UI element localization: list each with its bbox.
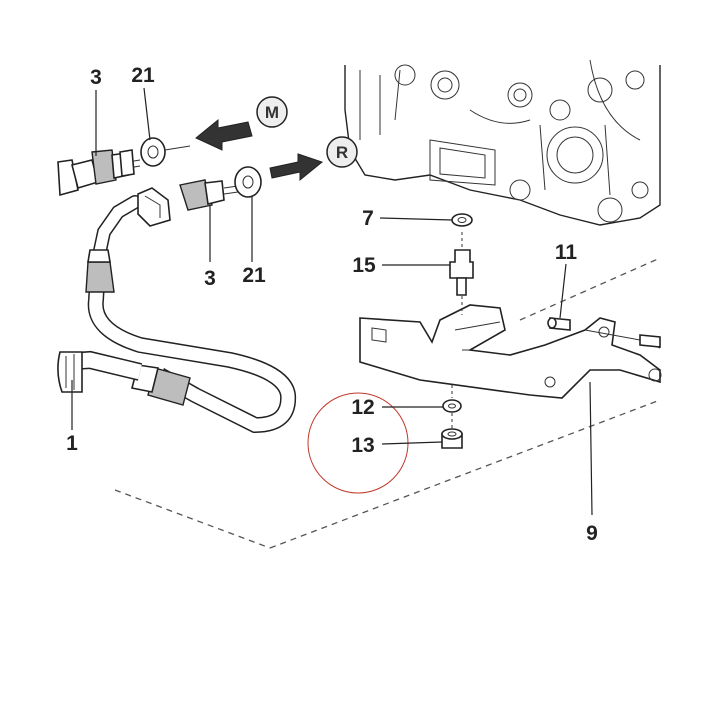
callout-13: 13 <box>351 434 374 457</box>
callout-11: 11 <box>555 241 578 264</box>
callout-21-lower: 21 <box>242 264 266 287</box>
callout-9: 9 <box>586 522 598 545</box>
part-11-pin <box>547 317 661 348</box>
part-13-nut <box>441 413 463 449</box>
supply-arrow <box>195 118 253 151</box>
part-12-washer <box>442 385 462 413</box>
transmission-housing <box>344 59 661 226</box>
part-21-washer-lower <box>234 166 262 198</box>
callout-7: 7 <box>362 207 374 230</box>
circle-letter-r: R <box>326 136 358 168</box>
part-3-fitting-top <box>119 149 135 177</box>
callout-15: 15 <box>352 254 376 277</box>
part-3-fitting-lower <box>137 179 239 227</box>
callout-3-lower: 3 <box>204 267 216 290</box>
callout-12: 12 <box>351 396 374 419</box>
arrow-label-r: R <box>336 143 348 162</box>
oil-line-hose <box>57 195 297 434</box>
floor-outline <box>114 257 661 549</box>
return-arrow <box>269 153 324 182</box>
part-15-stud <box>449 232 474 315</box>
leader-lines <box>71 87 593 516</box>
part-7-washer <box>451 213 473 227</box>
arrow-label-m: M <box>265 103 279 122</box>
bracket <box>359 304 662 399</box>
part-21-washer-top <box>140 137 191 167</box>
callout-labels: 3 21 3 21 7 15 11 12 13 1 9 <box>66 64 598 545</box>
callout-1: 1 <box>66 432 78 455</box>
callout-3-top: 3 <box>90 66 102 89</box>
circle-letter-m: M <box>256 96 288 128</box>
callout-21-top: 21 <box>131 64 155 87</box>
